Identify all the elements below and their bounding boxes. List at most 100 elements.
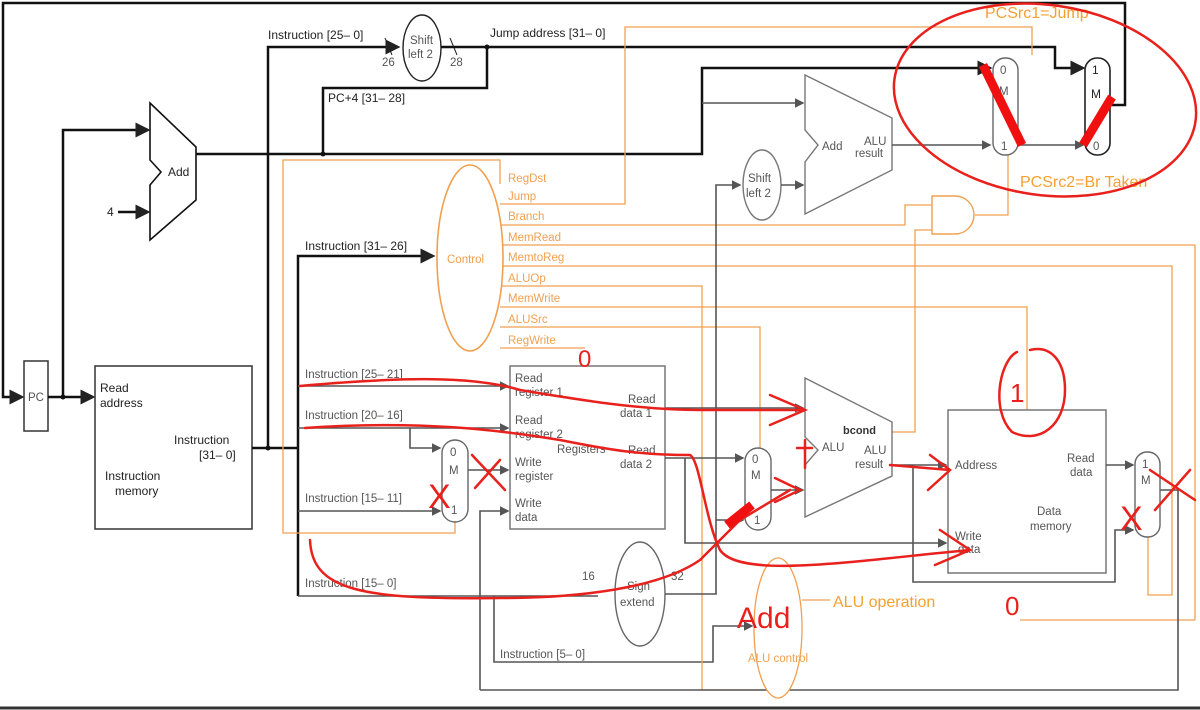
svg-text:MemWrite: MemWrite	[508, 293, 560, 305]
svg-text:Branch: Branch	[508, 211, 544, 223]
svg-text:M: M	[1141, 475, 1151, 487]
rs-label: Instruction [25– 21]	[305, 369, 403, 381]
memtoreg-output-wire	[480, 489, 1179, 691]
instruction-memory: Read address Instruction [31– 0] Instruc…	[94, 365, 253, 530]
svg-text:1: 1	[1092, 63, 1099, 77]
svg-text:Add: Add	[737, 602, 790, 635]
instr-31-26-label: Instruction [31– 26]	[305, 239, 407, 253]
branch-and-gate	[931, 195, 975, 235]
instr-31-26-wire	[296, 248, 436, 596]
svg-text:Registers: Registers	[557, 444, 606, 456]
svg-text:ALU: ALU	[864, 136, 886, 148]
svg-text:memory: memory	[1030, 521, 1072, 533]
funct-label: Instruction [5– 0]	[500, 649, 585, 661]
control-signal-labels: RegDst Jump Branch MemRead MemtoReg ALUO…	[508, 173, 564, 347]
rd-label: Instruction [15– 11]	[305, 493, 402, 505]
svg-text:Read: Read	[628, 394, 656, 406]
svg-text:Read: Read	[515, 373, 543, 385]
svg-text:data: data	[1070, 467, 1093, 479]
pc-register: PC	[23, 360, 49, 432]
instr-25-0-wire	[266, 39, 401, 448]
svg-text:0: 0	[1093, 141, 1099, 153]
data-memory: Address Write data Read data Data memory	[947, 409, 1107, 574]
svg-text:result: result	[855, 459, 884, 471]
writeback-wire	[479, 506, 510, 690]
svg-text:0: 0	[1005, 591, 1019, 621]
pcsrc1-label: PCSrc1=Jump	[985, 5, 1089, 22]
alu-operation-label: ALU operation	[833, 594, 935, 611]
svg-text:1: 1	[754, 515, 760, 527]
imm-label: Instruction [15– 0]	[305, 578, 396, 590]
svg-text:M: M	[751, 470, 761, 482]
pcsrc2-label: PCSrc2=Br Taken	[1020, 174, 1147, 191]
regdst-mux: 0 M 1	[441, 439, 469, 523]
jump-address-wire	[441, 45, 1086, 76]
svg-text:4: 4	[107, 205, 114, 219]
branch-shift-left-2: Shift left 2	[742, 149, 782, 221]
svg-text:[31– 0]: [31– 0]	[199, 448, 236, 462]
svg-text:data 1: data 1	[620, 408, 652, 420]
control-unit: Control	[436, 164, 504, 352]
svg-text:1: 1	[1001, 141, 1007, 153]
svg-text:Control: Control	[447, 254, 484, 266]
svg-text:ALU: ALU	[864, 445, 886, 457]
red-annotations: 0 1 0 Add X X	[298, 2, 1198, 635]
svg-text:Shift: Shift	[748, 173, 772, 185]
svg-text:address: address	[100, 396, 143, 410]
svg-text:ALU: ALU	[822, 442, 844, 454]
svg-text:Read: Read	[1067, 453, 1095, 465]
bcond-label: bcond	[843, 425, 876, 437]
jump-shift-left-2: Shift left 2 26 28	[382, 14, 463, 82]
svg-text:X: X	[428, 478, 451, 516]
register-file: Read register 1 Read register 2 Write re…	[509, 365, 666, 530]
svg-text:1: 1	[1010, 378, 1024, 408]
svg-text:Read: Read	[515, 415, 543, 427]
svg-text:Shift: Shift	[410, 35, 434, 47]
svg-text:Write: Write	[515, 498, 542, 510]
pc-adder: Add 4	[107, 101, 197, 242]
svg-text:memory: memory	[115, 484, 158, 498]
control-signal-wires	[282, 26, 1196, 698]
svg-text:Instruction: Instruction	[105, 469, 160, 483]
svg-text:Address: Address	[955, 460, 997, 472]
svg-text:1: 1	[1142, 459, 1148, 471]
svg-text:RegWrite: RegWrite	[508, 335, 556, 347]
instruction-field-wires: Instruction [25– 21] Instruction [20– 16…	[298, 369, 754, 663]
svg-text:0: 0	[752, 454, 758, 466]
svg-text:Jump: Jump	[508, 191, 536, 203]
svg-text:register: register	[515, 471, 554, 483]
svg-text:16: 16	[582, 571, 595, 583]
svg-text:Read: Read	[100, 381, 129, 395]
svg-text:Write: Write	[515, 457, 542, 469]
svg-text:M: M	[449, 465, 459, 477]
svg-text:ALUOp: ALUOp	[508, 273, 546, 285]
svg-text:26: 26	[382, 57, 395, 69]
svg-text:left 2: left 2	[408, 49, 433, 61]
svg-text:1: 1	[451, 505, 457, 517]
main-alu: bcond ALU ALU result	[804, 376, 893, 519]
svg-text:0: 0	[450, 447, 456, 459]
pc-plus4-wire	[196, 60, 993, 156]
svg-text:X: X	[1120, 500, 1143, 538]
svg-text:Add: Add	[168, 165, 189, 179]
svg-text:extend: extend	[620, 597, 655, 609]
pc4-label: PC+4 [31– 28]	[328, 91, 405, 105]
pc4-upper-bits-wire	[321, 47, 489, 154]
svg-text:data 2: data 2	[620, 459, 652, 471]
svg-text:MemtoReg: MemtoReg	[508, 252, 564, 264]
pc-to-adder-wire	[61, 122, 151, 397]
alu-control: ALU control	[748, 557, 808, 699]
jump-address-label: Jump address [31– 0]	[490, 26, 605, 40]
svg-text:Instruction: Instruction	[174, 433, 229, 447]
svg-text:left 2: left 2	[746, 188, 771, 200]
alu-control-label: ALU control	[748, 653, 808, 665]
svg-text:M: M	[999, 86, 1009, 98]
svg-text:28: 28	[450, 57, 463, 69]
svg-text:0: 0	[1000, 65, 1006, 77]
svg-text:Add: Add	[822, 141, 842, 153]
svg-text:RegDst: RegDst	[508, 173, 547, 185]
svg-text:Write: Write	[955, 531, 982, 543]
alusrc-mux: 0 M 1	[744, 447, 772, 531]
